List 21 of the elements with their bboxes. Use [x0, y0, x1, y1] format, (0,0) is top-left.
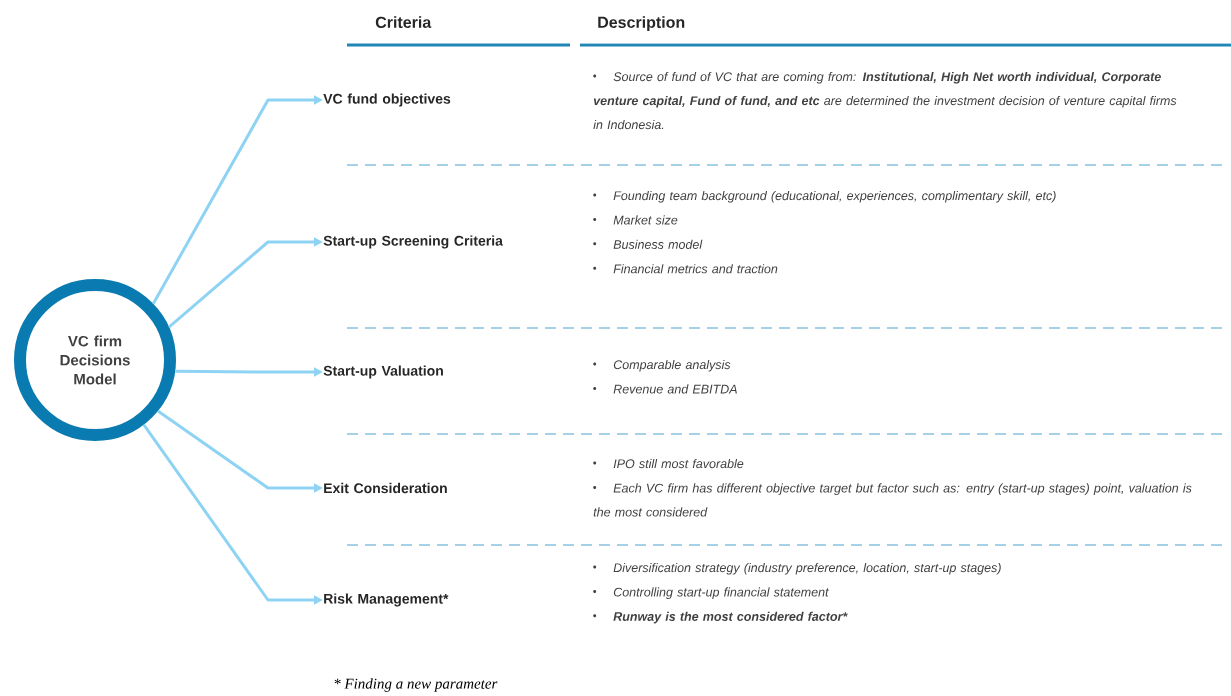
bullet-item: IPO still most favorable — [593, 458, 744, 469]
bullet-item: Source of fund of VC that are coming from: Institutional, High Net worth individual, Corporate venture capital, Fund of fund, and etc are determined the investment decision of venture capital firms in Indonesia. — [593, 71, 1177, 130]
criteria-label: Risk Management* — [324, 593, 449, 607]
bullet-item: Business model — [593, 239, 703, 249]
criteria-label: Exit Consideration — [324, 482, 447, 494]
column-header: Criteria — [375, 16, 432, 28]
bullet-item: Founding team background (educational, experiences, complimentary skill, etc) — [593, 190, 1056, 203]
criteria-label: Start-up Valuation — [323, 365, 443, 379]
bullet-item: Each VC firm has different objective target but factor such as: entry (start-up stages) point, valuation is the most considered — [593, 483, 1192, 517]
bullet-item: Diversification strategy (industry preference, location, start-up stages) — [593, 562, 1001, 575]
bullet-item: Market size — [593, 215, 678, 225]
criteria-label: Start-up Screening Criteria — [323, 235, 503, 249]
column-header: Description — [598, 16, 685, 32]
bullet-item: Financial metrics and traction — [593, 264, 778, 274]
bullet-item: Revenue and EBITDA — [593, 384, 737, 394]
bullet-item: Runway is the most considered factor* — [593, 611, 848, 624]
footnote: * Finding a new parameter — [334, 678, 498, 692]
criteria-label: VC fund objectives — [323, 93, 451, 107]
circle-node: VC firm Decisions Model — [14, 279, 176, 441]
bullet-item: Controlling start-up financial statement — [593, 587, 829, 599]
bullet-item: Comparable analysis — [593, 359, 731, 372]
